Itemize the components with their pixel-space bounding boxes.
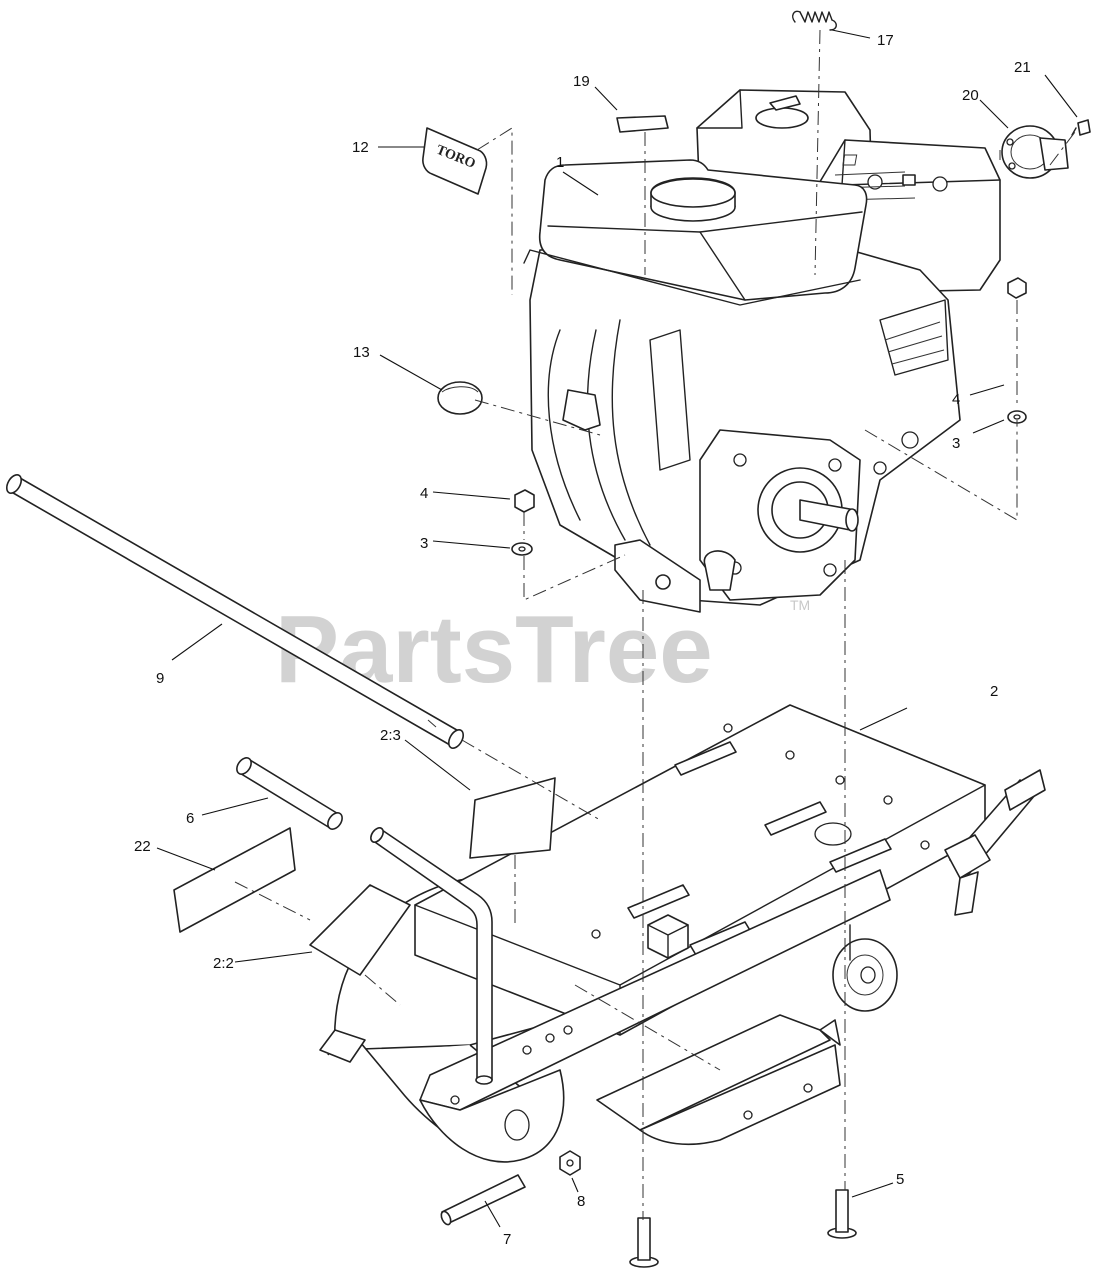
toro-decal-part-12[interactable]: TORO (422, 127, 488, 195)
callout-12[interactable]: 12 (352, 139, 369, 156)
callout-6[interactable]: 6 (186, 810, 194, 827)
decal-part-2-2[interactable] (309, 884, 411, 976)
callout-5[interactable]: 5 (896, 1171, 904, 1188)
bolt-part-5-right[interactable] (827, 1189, 857, 1239)
decal-part-22[interactable] (173, 827, 296, 933)
callout-19[interactable]: 19 (573, 73, 590, 90)
flange-part-20[interactable] (1001, 125, 1069, 179)
callout-2-2[interactable]: 2:2 (213, 955, 234, 972)
decal-part-2-3[interactable] (469, 777, 556, 859)
leader-lines (156, 29, 1078, 1228)
spring-part-17[interactable] (792, 10, 837, 31)
callout-3-right[interactable]: 3 (952, 435, 960, 452)
engine-part-1[interactable] (523, 89, 1001, 613)
alignment-lines (234, 29, 1076, 1220)
callout-22[interactable]: 22 (134, 838, 151, 855)
callout-4-left[interactable]: 4 (420, 485, 428, 502)
callout-3-left[interactable]: 3 (420, 535, 428, 552)
bolt-part-5-left[interactable] (629, 1217, 659, 1268)
handle-tube-part-9[interactable] (4, 472, 466, 750)
watermark-text: PartsTree (275, 596, 713, 703)
callout-20[interactable]: 20 (962, 87, 979, 104)
washer-part-3-left[interactable] (511, 542, 533, 556)
callout-7[interactable]: 7 (503, 1231, 511, 1248)
frame-part-2[interactable] (319, 704, 1046, 1163)
nut-part-8[interactable] (559, 1150, 581, 1176)
nut-part-4-right[interactable] (1007, 277, 1027, 299)
callout-9[interactable]: 9 (156, 670, 164, 687)
callout-17[interactable]: 17 (877, 32, 894, 49)
plug-part-13[interactable] (437, 381, 483, 415)
callout-4-right[interactable]: 4 (952, 391, 960, 408)
callout-8[interactable]: 8 (577, 1193, 585, 1210)
callout-2-3[interactable]: 2:3 (380, 727, 401, 744)
pin-part-6[interactable] (234, 755, 345, 832)
nut-part-4-left[interactable] (514, 489, 535, 513)
callout-21[interactable]: 21 (1014, 59, 1031, 76)
callout-2[interactable]: 2 (990, 683, 998, 700)
decal-part-19[interactable] (616, 115, 669, 133)
callout-labels: 1 2 2:2 2:3 3 3 4 4 5 6 7 8 9 12 13 17 1… (134, 32, 1031, 1248)
callout-1[interactable]: 1 (556, 154, 564, 171)
pin-part-7[interactable] (439, 1174, 526, 1226)
watermark-tm: TM (790, 597, 810, 613)
screw-part-21[interactable] (1071, 119, 1091, 136)
callout-13[interactable]: 13 (353, 344, 370, 361)
handle-rod[interactable] (368, 826, 493, 1085)
